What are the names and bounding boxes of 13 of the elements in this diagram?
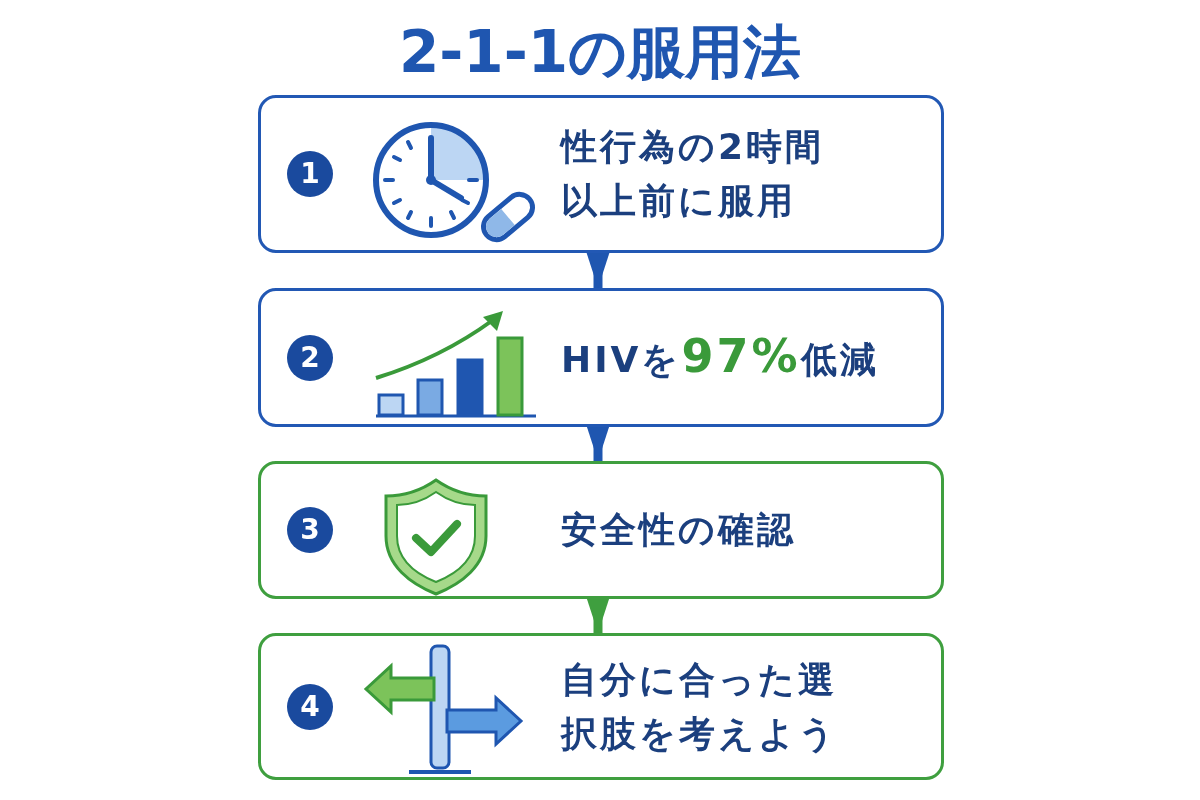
step-text: HIVを97%低減 xyxy=(561,328,880,385)
step-number: 4 xyxy=(287,683,333,730)
step-number: 2 xyxy=(287,334,333,381)
step-box xyxy=(258,288,944,427)
step-text: 性行為の2時間以上前に服用 xyxy=(561,125,826,223)
step-number: 1 xyxy=(287,151,333,197)
step-text: 安全性の確認 xyxy=(561,508,797,552)
step-box xyxy=(258,633,944,780)
step-number: 3 xyxy=(287,507,333,553)
step-text: 自分に合った選択肢を考えよう xyxy=(561,657,839,756)
step-box xyxy=(258,95,944,253)
step-box xyxy=(258,461,944,599)
title: 2-1-1の服用法 xyxy=(398,17,802,88)
